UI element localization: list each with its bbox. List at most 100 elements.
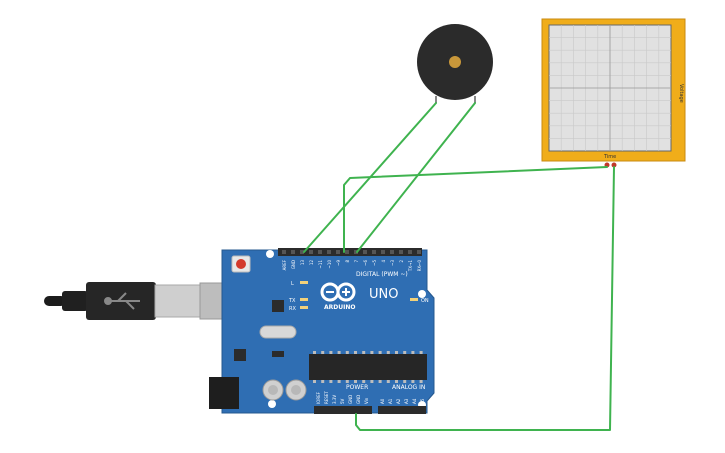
dc-power-jack[interactable] <box>209 377 239 409</box>
power-pin-label: GND <box>348 395 353 404</box>
svg-text:ON: ON <box>421 298 429 304</box>
digital-pin-label: ~10 <box>327 260 332 269</box>
header-socket[interactable] <box>336 250 340 254</box>
chip-pin <box>419 351 423 354</box>
usb-icon <box>104 292 140 310</box>
svg-text:RX: RX <box>289 306 296 312</box>
svg-text:L: L <box>291 281 294 287</box>
oscilloscope[interactable]: Time Voltage <box>541 18 686 168</box>
crystal-oscillator <box>259 325 297 339</box>
smd-component <box>272 351 284 357</box>
digital-pin-label: 7 <box>354 260 359 263</box>
header-socket[interactable] <box>345 250 349 254</box>
atmega-chip <box>309 351 427 383</box>
analog-pin-label: A4 <box>412 398 417 404</box>
analog-pin-label: A2 <box>396 398 401 404</box>
digital-pin-label: 8 <box>345 260 350 263</box>
chip-pin <box>362 351 366 354</box>
analog-pin-label: A1 <box>388 398 393 404</box>
chip-pin <box>362 380 366 383</box>
chip-pin <box>419 380 423 383</box>
mounting-hole <box>266 250 274 258</box>
buzzer-center-icon <box>449 56 461 68</box>
digital-pin-label: TX→1 <box>408 260 413 273</box>
header-socket[interactable] <box>300 250 304 254</box>
chip-pin <box>395 351 398 354</box>
power-pin-label: RESET <box>324 391 329 404</box>
power-pin-label: 3.3V <box>332 395 337 404</box>
digital-header-label: DIGITAL (PWM ~) <box>356 271 408 278</box>
chip-pin <box>345 380 349 383</box>
header-socket[interactable] <box>327 250 331 254</box>
digital-pin-label: GND <box>291 260 296 269</box>
analog-pin-label: A3 <box>404 398 409 404</box>
header-socket[interactable] <box>399 250 403 254</box>
board-model: UNO <box>369 287 398 302</box>
scope-terminal-negative[interactable] <box>611 162 617 168</box>
chip-pin <box>370 351 374 354</box>
chip-pin <box>354 380 357 383</box>
header-socket[interactable] <box>291 250 295 254</box>
digital-pin-label: ~6 <box>363 260 368 266</box>
usb-cable[interactable] <box>44 282 227 320</box>
svg-text:TX: TX <box>288 298 296 304</box>
chip-pin <box>386 380 390 383</box>
arduino-logo-text: ARDUINO <box>324 304 355 311</box>
oscilloscope-voltage-label: Voltage <box>678 84 684 103</box>
chip-pin <box>386 351 390 354</box>
capacitor <box>262 379 284 401</box>
analog-header[interactable] <box>378 406 426 414</box>
analog-pin-label: A0 <box>380 398 385 404</box>
chip-pin <box>370 380 374 383</box>
icsp-chip <box>272 300 284 312</box>
header-socket[interactable] <box>417 250 421 254</box>
oscilloscope-time-label: Time <box>603 154 616 160</box>
header-socket[interactable] <box>309 250 313 254</box>
header-socket[interactable] <box>282 250 286 254</box>
digital-pin-label: AREF <box>282 259 287 270</box>
led-tx: TX <box>288 298 308 304</box>
mounting-hole <box>268 400 276 408</box>
chip-pin <box>345 351 349 354</box>
wires[interactable] <box>303 102 615 431</box>
led-l: L <box>291 281 308 287</box>
digital-header[interactable] <box>278 248 422 256</box>
led-on: ON <box>410 298 429 304</box>
wire-scope-to-pin9 <box>343 166 608 253</box>
header-socket[interactable] <box>381 250 385 254</box>
capacitor <box>285 379 307 401</box>
chip-pin <box>354 351 357 354</box>
chip-pin <box>329 380 333 383</box>
power-pin-label: Vin <box>364 397 369 404</box>
chip-pin <box>329 351 333 354</box>
digital-pin-label: 12 <box>309 260 314 266</box>
arduino-logo-icon <box>320 282 356 302</box>
header-socket[interactable] <box>318 250 322 254</box>
reset-button[interactable] <box>231 255 251 273</box>
chip-pin <box>313 351 316 354</box>
digital-pin-label: RX←0 <box>417 260 422 272</box>
header-socket[interactable] <box>408 250 412 254</box>
wire-buzzer-to-pin8 <box>356 102 476 253</box>
chip-pin <box>378 351 382 354</box>
chip-pin <box>411 351 415 354</box>
power-pin-label: 5V <box>340 398 345 404</box>
digital-pin-label: ~11 <box>318 260 323 269</box>
piezo-buzzer[interactable] <box>417 24 493 103</box>
digital-pin-label: ~3 <box>390 260 395 266</box>
analog-header-label: ANALOG IN <box>392 384 425 391</box>
power-header[interactable] <box>314 406 372 414</box>
chip-pin <box>403 380 407 383</box>
chip-pin <box>411 380 415 383</box>
mounting-hole <box>418 290 426 298</box>
digital-pin-label: ~5 <box>372 260 377 266</box>
chip-pin <box>395 380 398 383</box>
header-socket[interactable] <box>372 250 376 254</box>
chip-pin <box>378 380 382 383</box>
header-socket[interactable] <box>390 250 394 254</box>
header-socket[interactable] <box>363 250 367 254</box>
power-pin-label: IOREF <box>316 391 321 404</box>
chip-pin <box>403 351 407 354</box>
